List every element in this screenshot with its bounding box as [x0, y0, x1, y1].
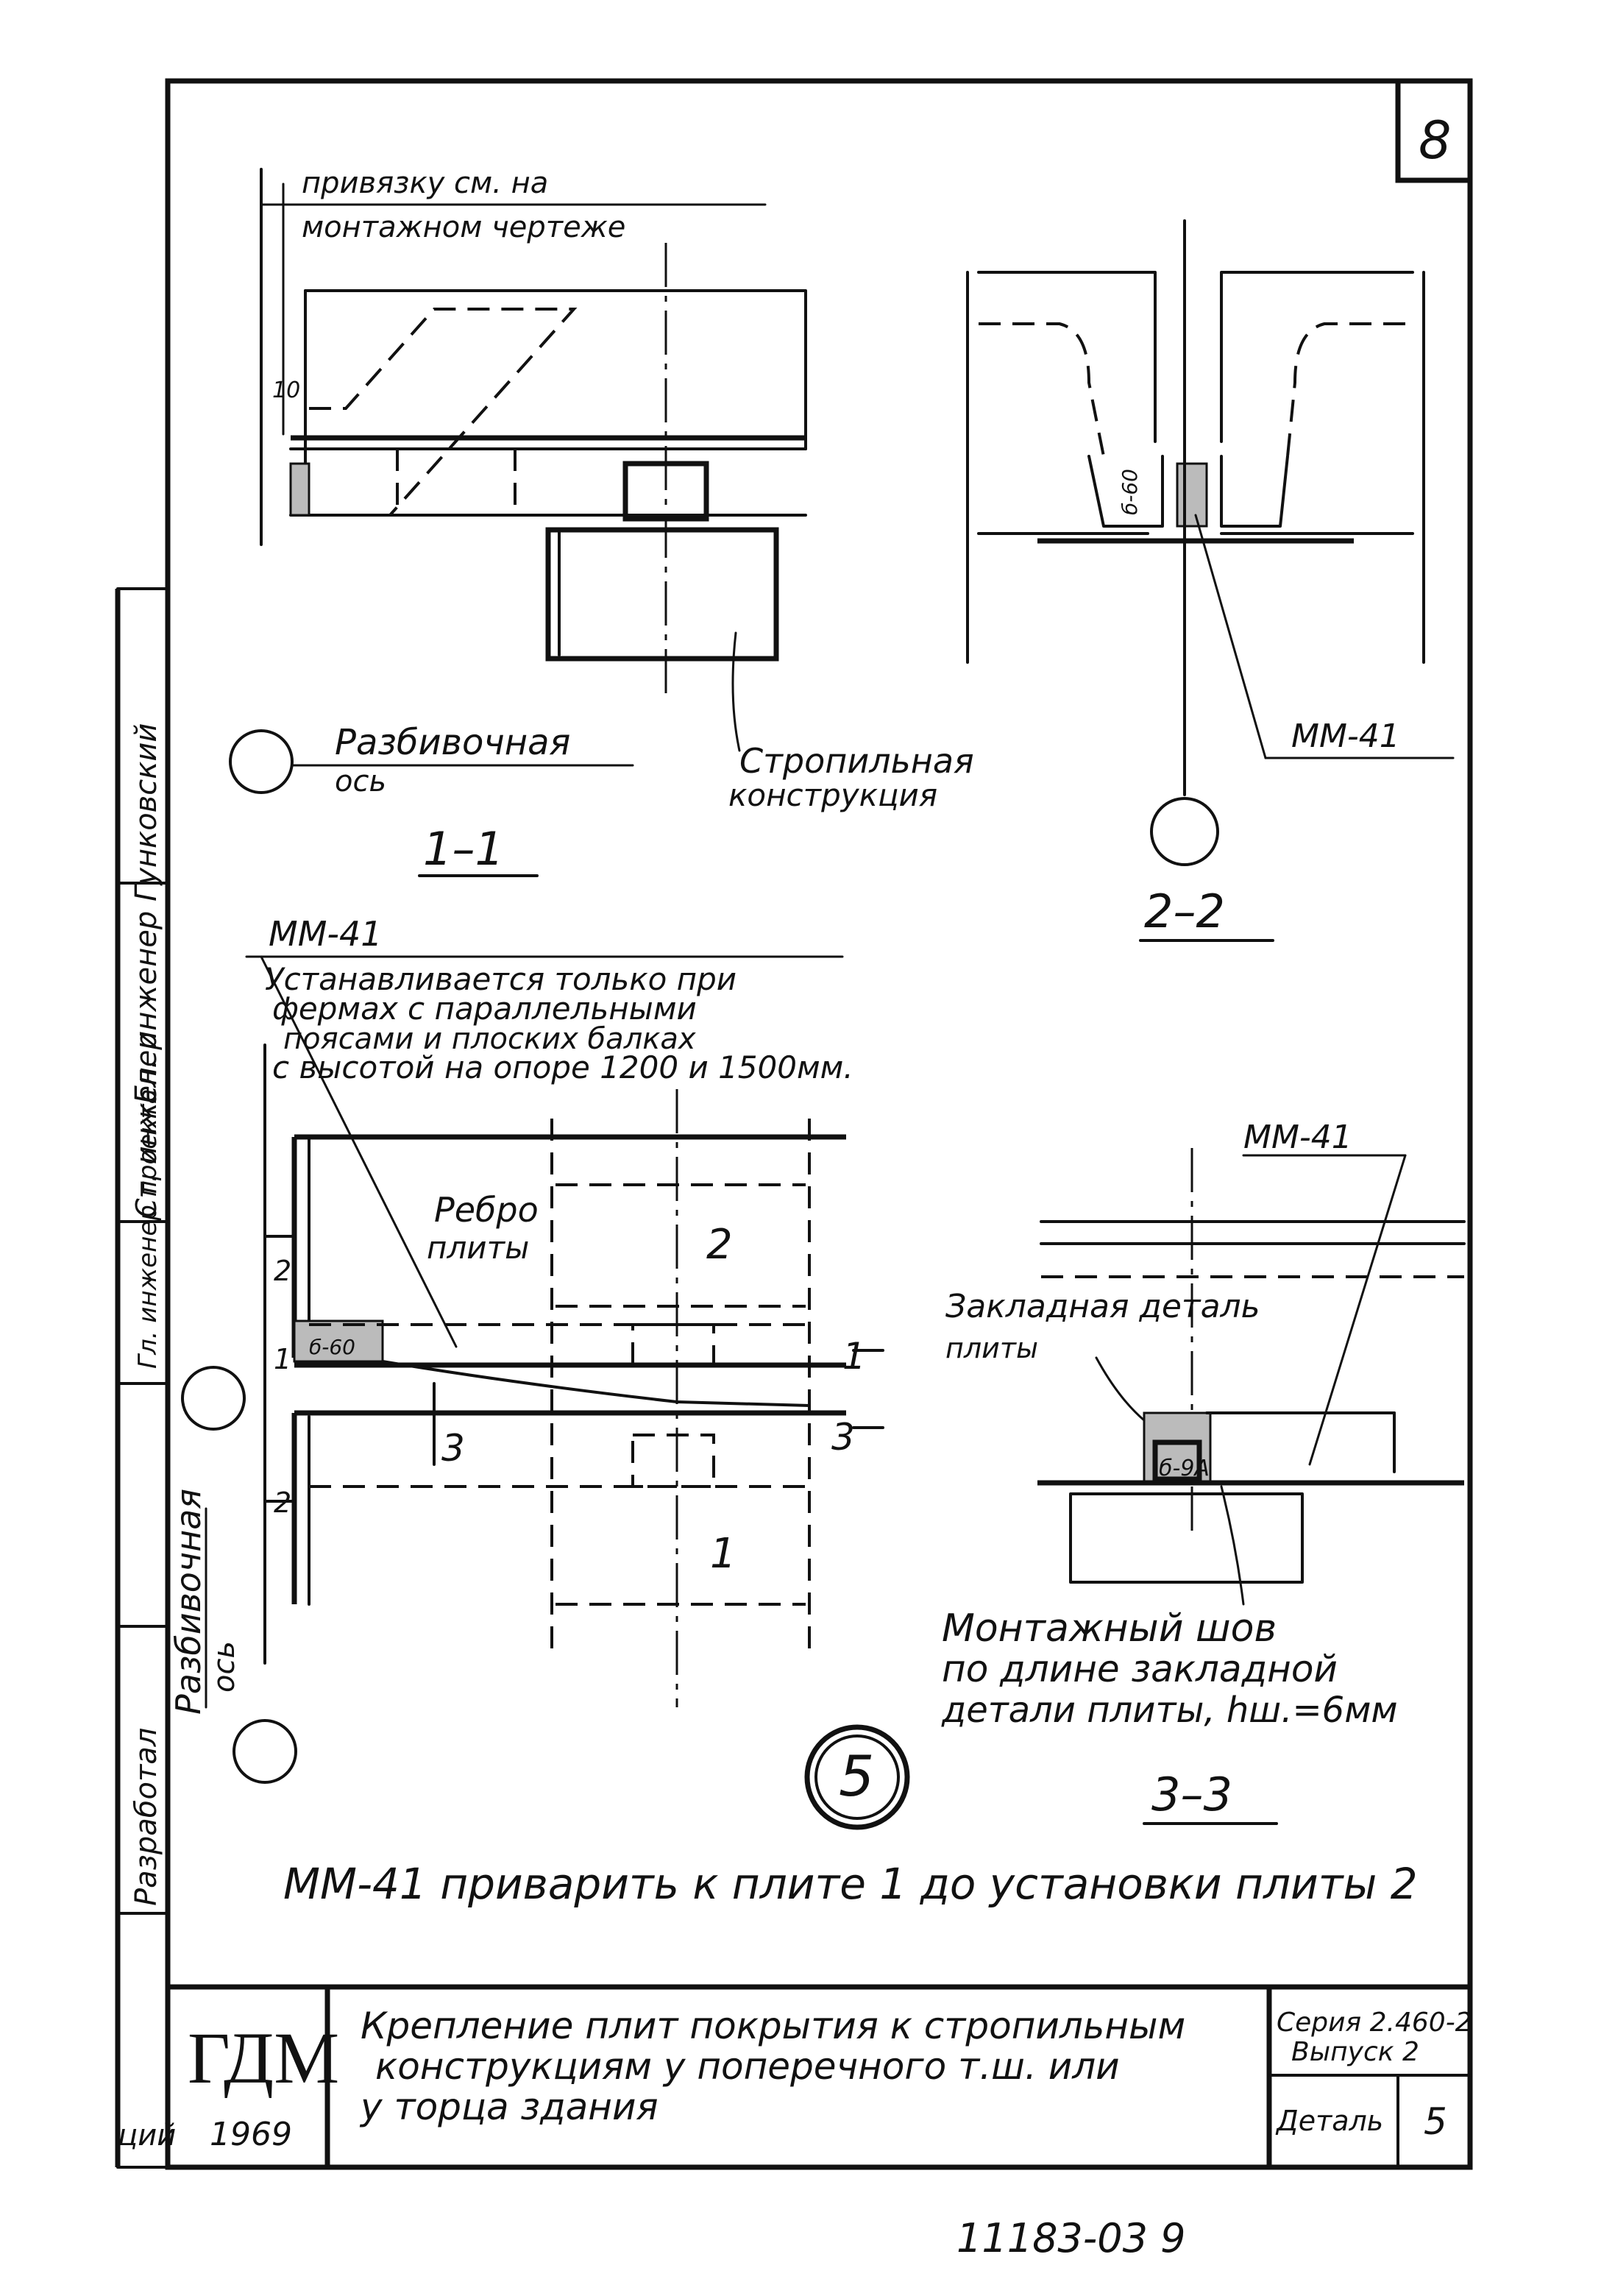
view-2-2 [966, 219, 1455, 866]
section-title-2-2: 2–2 [1144, 885, 1225, 938]
tag-plan: б-60 [309, 1335, 355, 1359]
embed-label-line2: плиты [945, 1332, 1038, 1364]
tag-2-2: б-60 [1118, 469, 1142, 515]
weld-note-line3: детали плиты, hш.=6мм [941, 1690, 1398, 1731]
title-line1: Крепление плит покрытия к стропильным [361, 2005, 1185, 2047]
dimension-10: 10 [272, 378, 300, 403]
binding-note-line2: монтажном чертеже [302, 210, 625, 244]
axis-label-plan-line1: Разбивочная [168, 1489, 208, 1715]
section-mark-3: 3 [831, 1416, 855, 1459]
plan-note-line2: фермах с параллельными [272, 991, 697, 1027]
weld-note-line1: Монтажный шов [942, 1606, 1277, 1651]
series-line1: Серия 2.460-2 [1277, 2008, 1472, 2038]
series-line2: Выпуск 2 [1291, 2037, 1419, 2067]
title-line3: у торца здания [359, 2086, 659, 2128]
stamp-name-4: Разработал [129, 1728, 163, 1906]
truss-label-line1: Стропильная [739, 741, 974, 781]
bottom-number: 11183-03 9 [956, 2215, 1186, 2261]
stamp-tail: ций [118, 2119, 176, 2152]
mark-2a: 2 [274, 1255, 291, 1287]
binding-note-line1: привязку см. на [302, 166, 548, 200]
sheet-frame [116, 78, 1473, 2170]
sheet-number: 8 [1419, 110, 1452, 171]
stamp-name-1: Гл. инженер Гунковский [129, 723, 163, 1104]
rib-label-line1: Ребро [434, 1190, 539, 1230]
section-title-1-1: 1–1 [423, 822, 504, 876]
section-title-3-3: 3–3 [1151, 1768, 1232, 1821]
plan-note-line4: с высотой на опоре 1200 и 1500мм. [272, 1049, 853, 1085]
plan-view [181, 955, 910, 1830]
title-block [165, 1987, 1472, 2169]
side-stamp: Гл. инженер Гунковский Гл. инженер проек… [115, 587, 169, 2167]
weld-note-line2: по длине закладной [942, 1648, 1338, 1690]
weld-instruction: ММ-41 приварить к плите 1 до установки п… [283, 1859, 1418, 1909]
axis-label-1-line1: Разбивочная [335, 722, 570, 763]
truss-label-line2: конструкция [728, 777, 937, 813]
slab-number-1: 1 [710, 1530, 736, 1578]
year: 1969 [210, 2116, 292, 2153]
title-line2: конструкциям у поперечного т.ш. или [375, 2045, 1120, 2088]
rib-label-line2: плиты [427, 1230, 529, 1266]
embed-label-line1: Закладная деталь [945, 1288, 1260, 1325]
plan-note-line3: поясами и плоских балках [283, 1022, 696, 1056]
axis-label-plan-line2: ось [207, 1641, 241, 1693]
axis-label-1-line2: ось [335, 765, 386, 798]
plan-note-line1: Устанавливается только при [265, 961, 736, 997]
mm41-plan: ММ-41 [269, 914, 383, 954]
tag-3-3: б-9А [1159, 1456, 1210, 1481]
detail-label: Деталь [1275, 2105, 1383, 2137]
logo: ГДМ [188, 2017, 339, 2099]
detail-callout-5: 5 [839, 1743, 874, 1809]
slab-number-2: 2 [706, 1221, 733, 1269]
stamp-name-3: Ст. инженер [130, 1032, 163, 1218]
view-1-1 [229, 168, 807, 794]
mark-2b: 2 [274, 1487, 291, 1519]
mark-1: 1 [274, 1343, 291, 1375]
view-3-3 [1037, 1148, 1466, 1606]
stamp-name-2: Гл. инженер проекта [133, 1089, 163, 1369]
section-mark-3-left: 3 [441, 1427, 465, 1470]
detail-value: 5 [1424, 2100, 1447, 2143]
mm41-3-3: ММ-41 [1243, 1119, 1352, 1156]
mm41-2-2: ММ-41 [1291, 718, 1400, 755]
section-mark-1: 1 [842, 1335, 866, 1378]
